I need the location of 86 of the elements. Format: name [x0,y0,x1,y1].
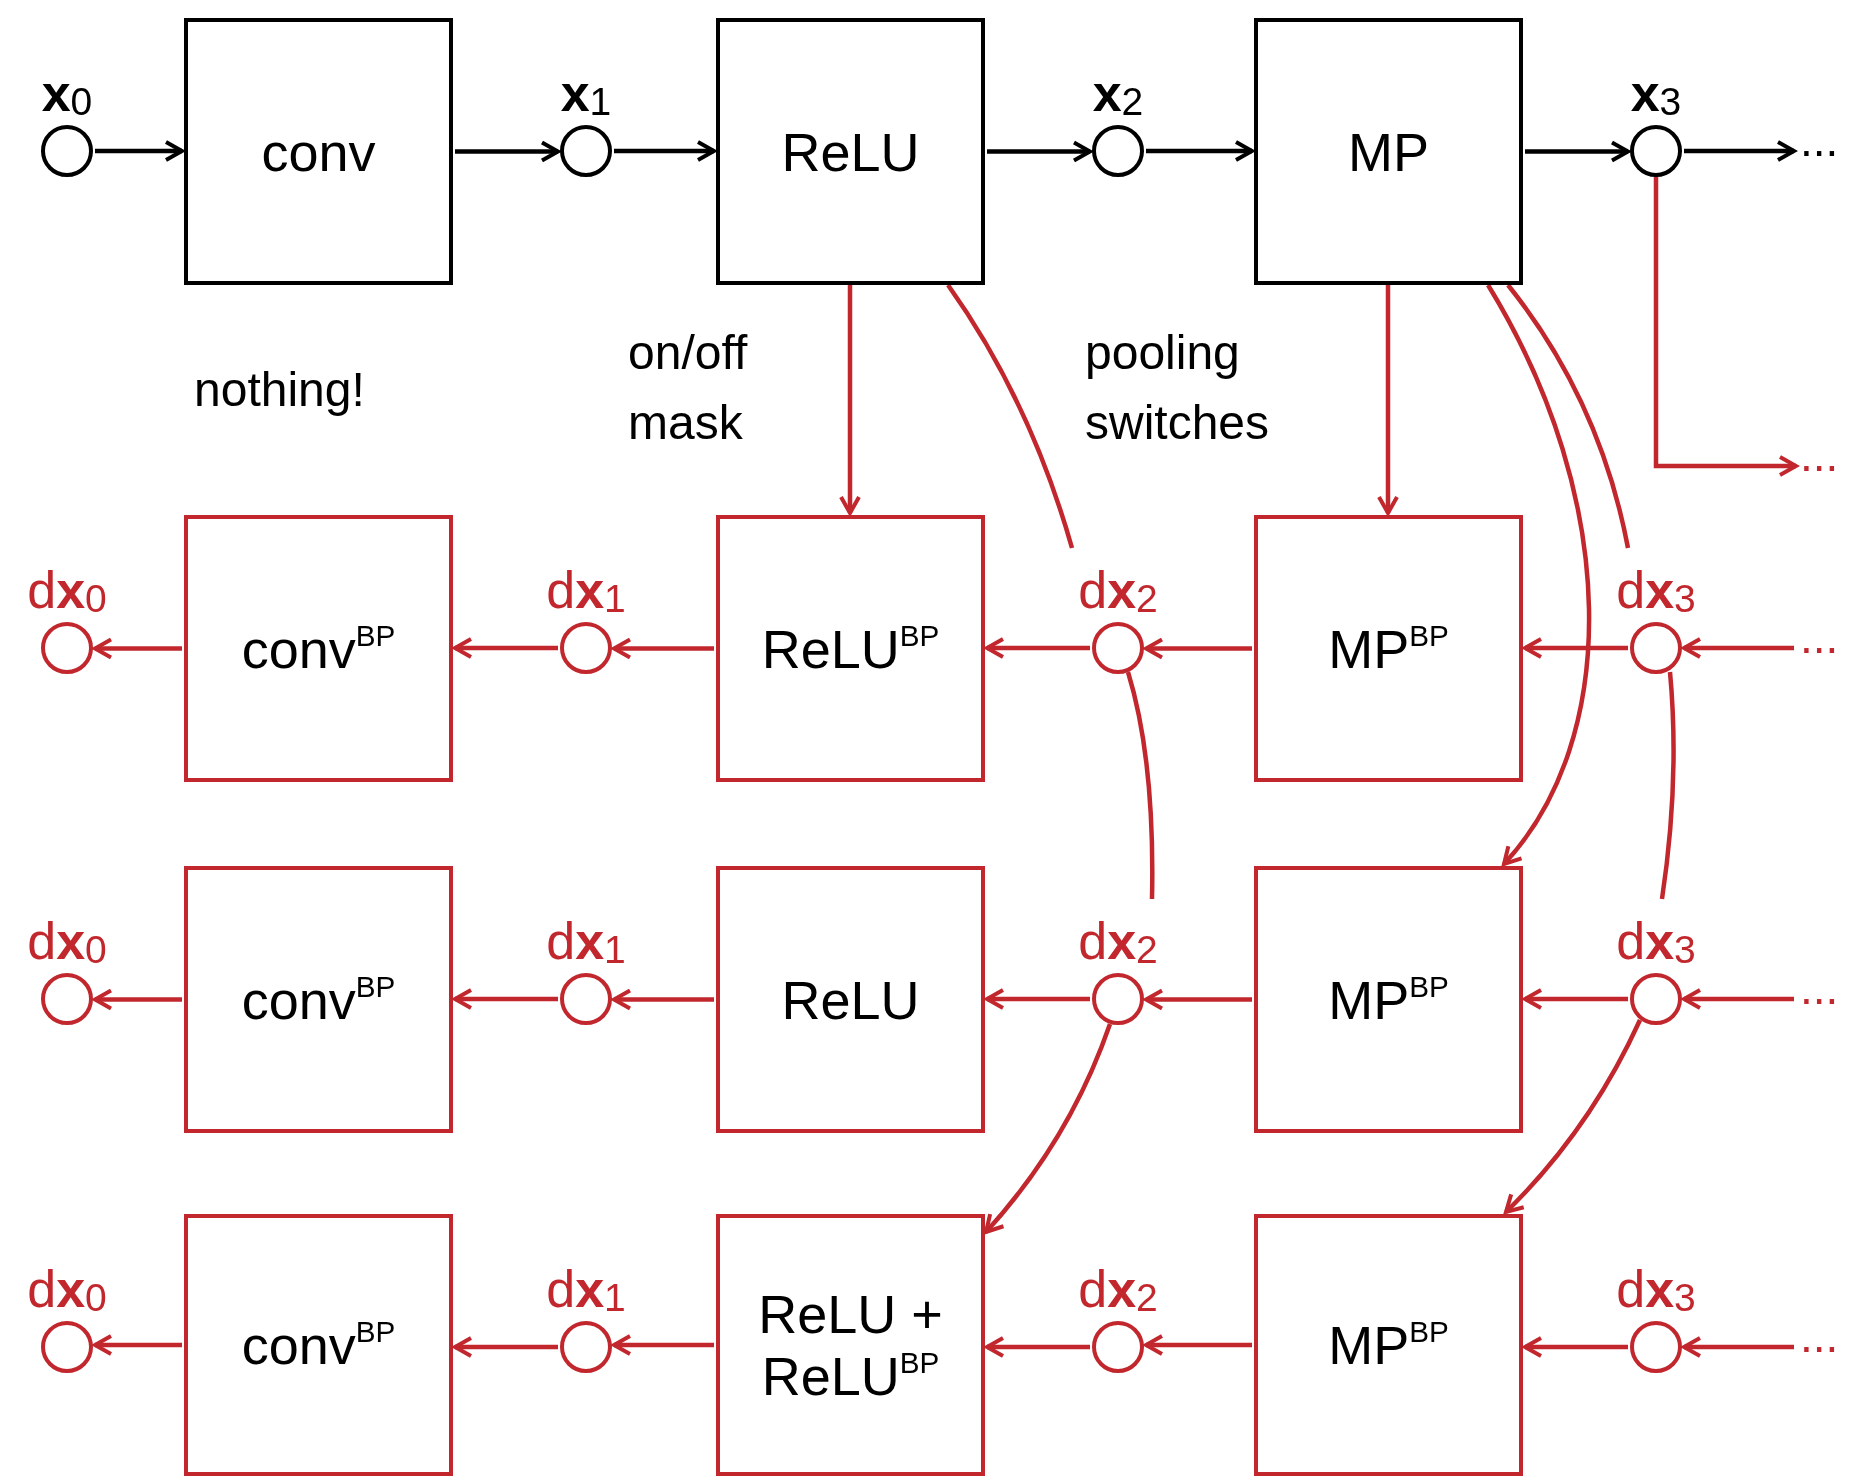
variable-label: dx$_{2}$ [1078,911,1158,971]
ellipsis-text: ... [1800,963,1839,1013]
process-box [1254,515,1523,782]
box-label: MP$^{BP}$ [1328,968,1449,1031]
arrow [985,1336,1090,1358]
arrow [453,988,558,1010]
process-box [184,1214,453,1476]
arrow [455,140,560,163]
variable-label: dx$_{2}$ [1078,560,1158,620]
variable-label: x$_{1}$ [560,63,612,123]
ellipsis-text: ... [1800,1311,1839,1361]
arrow [612,637,714,660]
ellipsis-text: ... [1800,430,1839,480]
arrow [1682,637,1794,659]
arrow [1653,177,1798,477]
arrow [1682,1336,1794,1358]
arrow [453,1336,558,1358]
arrow [1377,285,1399,515]
variable-label: dx$_{0}$ [27,560,107,620]
arrow [1144,988,1252,1011]
process-box [184,866,453,1133]
arrow [93,637,182,660]
variable-label: dx$_{3}$ [1616,911,1696,971]
variable-label: dx$_{1}$ [546,1259,626,1319]
arrow [93,988,182,1011]
box-label: MP$^{BP}$ [1328,617,1449,680]
box-label: ReLU [781,968,920,1031]
variable-label: x$_{2}$ [1092,63,1144,123]
arrow [1146,140,1254,162]
arrow [93,1334,182,1356]
arrow [1144,637,1252,660]
process-box [716,1214,985,1476]
arrow [984,1023,1113,1234]
variable-label: x$_{3}$ [1630,63,1682,123]
arrow [1523,637,1628,659]
arrow [1682,988,1794,1010]
connector-line [1659,671,1676,900]
variable-label: dx$_{3}$ [1616,1259,1696,1319]
process-box [1254,1214,1523,1476]
arrow [1523,988,1628,1010]
variable-label: dx$_{0}$ [27,1259,107,1319]
process-box [184,18,453,285]
box-label: conv$^{BP}$ [241,617,396,680]
box-label: ReLU [781,120,920,183]
ellipsis-text: ... [1800,115,1839,165]
process-box [716,515,985,782]
arrow [1504,1019,1643,1214]
process-box [716,18,985,285]
annotation-text: on/off mask [628,325,749,451]
arrow [1525,140,1630,163]
box-label: conv [261,120,376,183]
variable-label: dx$_{2}$ [1078,1259,1158,1319]
arrow [1486,283,1592,866]
variable-label: x$_{0}$ [41,63,93,123]
process-box [716,866,985,1133]
arrow [95,140,184,162]
process-box [184,515,453,782]
arrow [839,285,861,515]
annotation-text: nothing! [194,362,366,418]
variable-label: dx$_{0}$ [27,911,107,971]
box-label: conv$^{BP}$ [241,968,396,1031]
variable-label: dx$_{3}$ [1616,560,1696,620]
box-label: ReLU + ReLU$^{BP}$ [757,1283,944,1407]
arrow [612,988,714,1011]
arrow [1523,1336,1628,1358]
connector-line [1125,671,1155,900]
arrow [985,988,1090,1010]
arrow [1144,1334,1252,1356]
process-box [1254,18,1523,285]
variable-label: dx$_{1}$ [546,911,626,971]
box-label: MP [1348,120,1429,183]
connector-line [1506,283,1631,549]
arrow [1684,140,1796,162]
box-label: conv$^{BP}$ [241,1314,396,1376]
variable-label: dx$_{1}$ [546,560,626,620]
arrow [453,637,558,659]
ellipsis-text: ... [1800,612,1839,662]
box-label: ReLU$^{BP}$ [761,617,940,680]
arrow [612,1334,714,1356]
box-label: MP$^{BP}$ [1328,1314,1449,1376]
annotation-text: pooling switches [1085,325,1271,451]
arrow [614,140,716,162]
connector-line [946,283,1075,549]
process-box [1254,866,1523,1133]
arrow [987,140,1092,163]
arrow [985,637,1090,659]
